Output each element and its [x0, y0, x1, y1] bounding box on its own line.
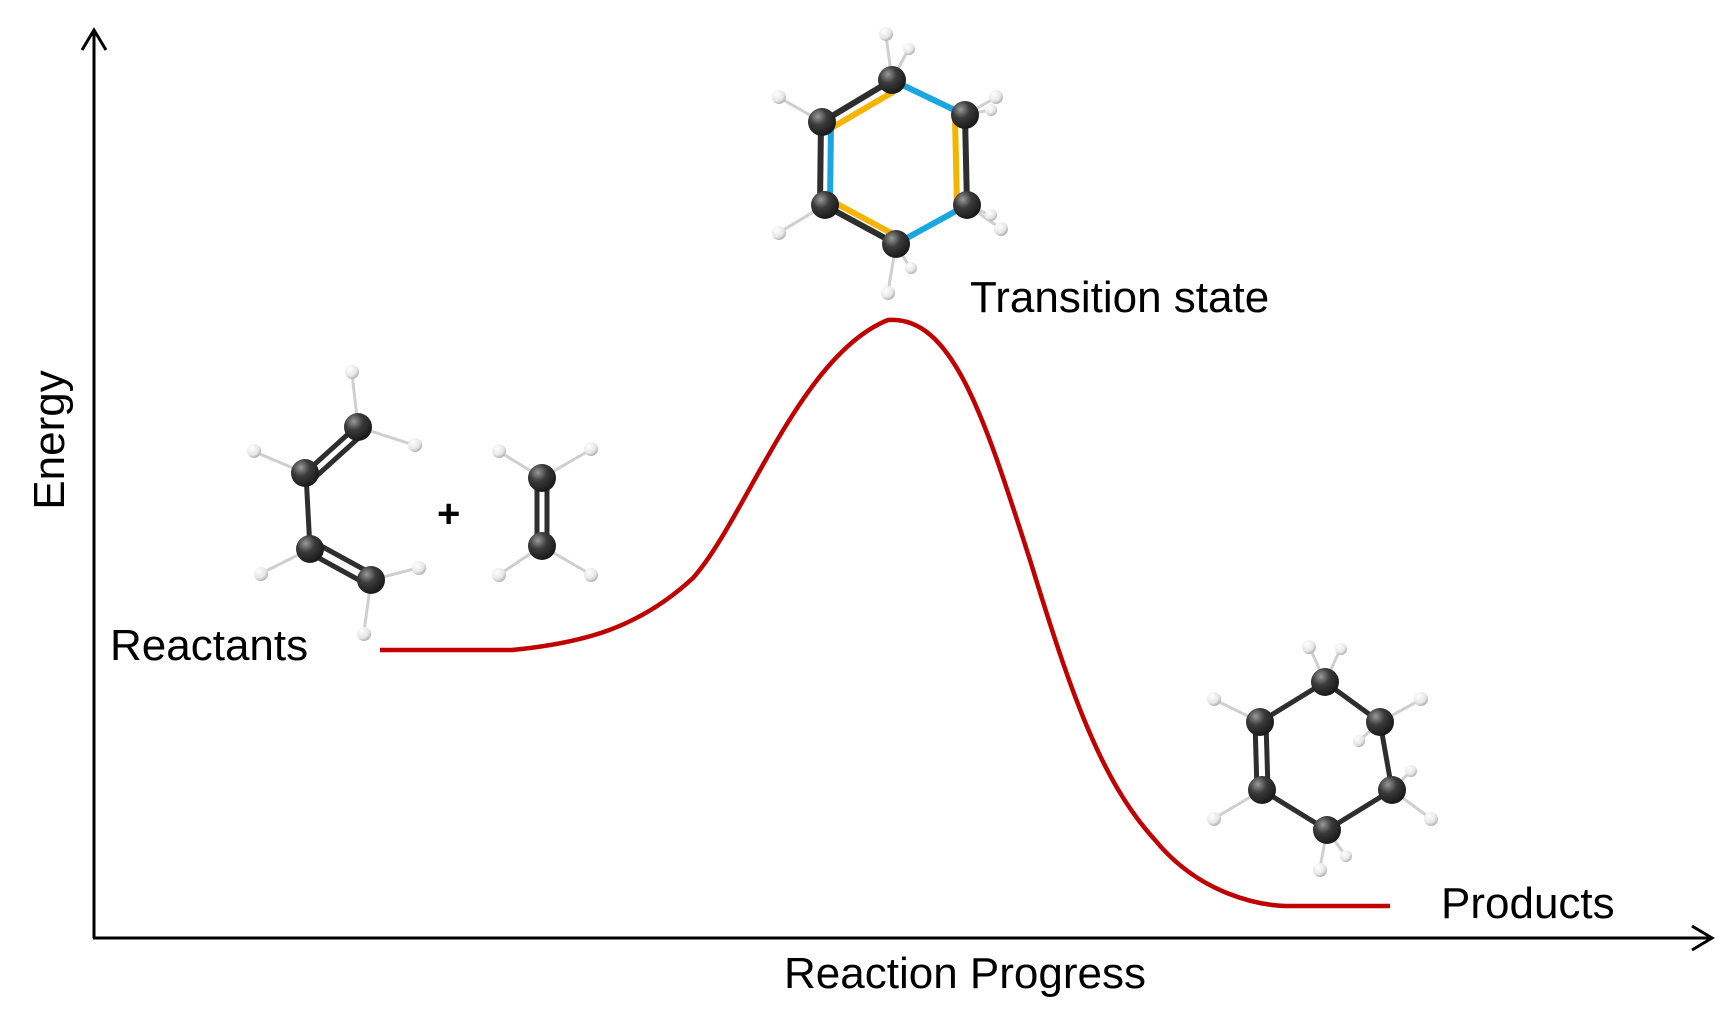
transition-state-molecule	[772, 27, 1008, 300]
transition-state-label: Transition state	[970, 273, 1269, 322]
cyclohexene-molecule	[1207, 640, 1438, 877]
ethylene-molecule	[492, 442, 598, 582]
y-axis-label: Energy	[25, 370, 74, 509]
butadiene-molecule	[247, 365, 426, 641]
reactants-label: Reactants	[110, 621, 308, 670]
y-axis	[80, 27, 108, 938]
energy-curve	[380, 317, 1390, 909]
products-label: Products	[1441, 879, 1615, 928]
x-axis-label: Reaction Progress	[784, 949, 1146, 998]
plus-sign: +	[437, 492, 460, 536]
x-axis	[93, 924, 1715, 952]
